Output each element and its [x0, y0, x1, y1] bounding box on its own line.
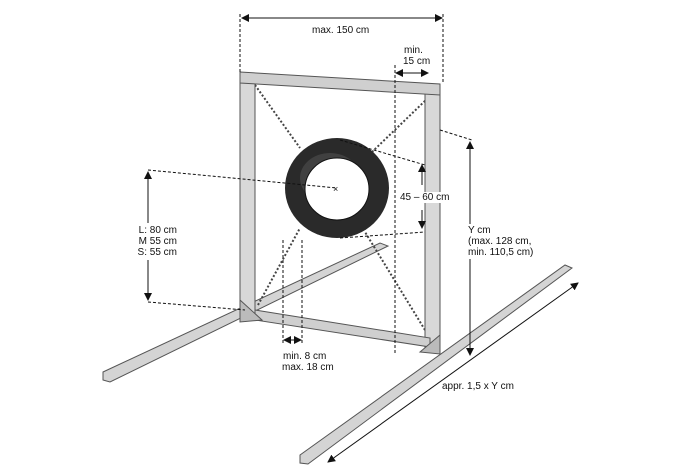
tire-diameter-label: 45 – 60 cm	[400, 192, 450, 203]
gap-label-max: max. 18 cm	[282, 362, 334, 373]
size-table: L: 80 cm M 55 cm S: 55 cm	[133, 223, 178, 260]
post-width-label: min.	[404, 45, 423, 56]
right-post	[424, 89, 441, 353]
top-beam	[239, 71, 441, 96]
size-row: S: 55 cm	[137, 247, 178, 258]
bottom-beam	[254, 309, 431, 348]
size-row: M 55 cm	[138, 236, 178, 247]
tire: ×	[285, 138, 389, 238]
post-width-value: 15 cm	[403, 56, 431, 67]
height-label-line: Y cm	[468, 225, 491, 236]
corner-brace	[239, 298, 264, 323]
svg-text:×: ×	[333, 184, 338, 194]
height-label: Y cm (max. 128 cm, min. 110,5 cm)	[468, 224, 534, 259]
size-row: L: 80 cm	[138, 225, 178, 236]
gap-label-min: min. 8 cm	[283, 351, 327, 362]
height-label-line: min. 110,5 cm)	[468, 247, 534, 258]
height-label-line: (max. 128 cm,	[468, 236, 532, 247]
left-post	[239, 75, 256, 321]
skid-length-line	[327, 282, 579, 463]
skid-length-label: appr. 1,5 x Y cm	[442, 381, 514, 392]
width-label: max. 150 cm	[312, 25, 370, 36]
